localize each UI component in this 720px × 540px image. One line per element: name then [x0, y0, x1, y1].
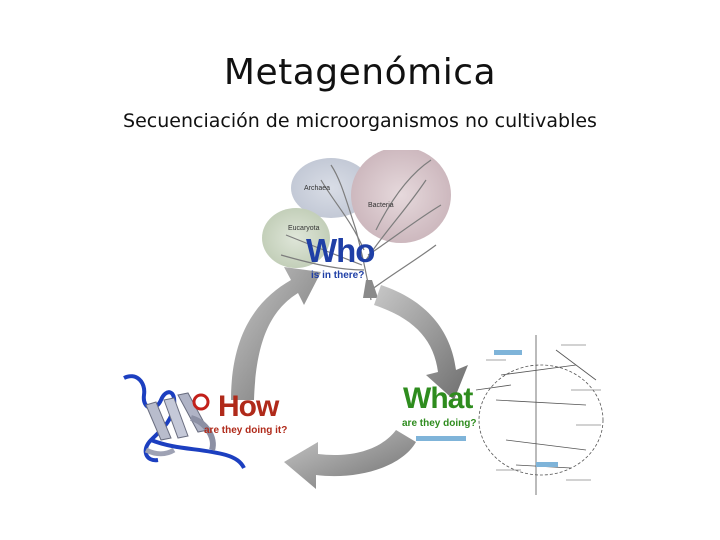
slide-title: Metagenómica [223, 52, 497, 93]
cycle-arrows [231, 267, 468, 489]
arrow-how-to-who [231, 267, 321, 400]
tree-label-eucaryota: Eucaryota [288, 225, 320, 232]
stage-how-sublabel: are they doing it? [204, 425, 288, 436]
stage-who-sublabel: is in there? [311, 270, 365, 281]
stage-what-sublabel: are they doing? [402, 418, 477, 429]
stage-what-label: What [403, 382, 473, 415]
eucaryota-blob [262, 208, 330, 268]
bacteria-blob [351, 150, 451, 243]
tree-of-life [262, 150, 451, 301]
archaea-blob [291, 158, 371, 218]
cycle-diagram-graphic [123, 150, 604, 495]
metagenomics-cycle-figure: Archaea Bacteria Eucaryota Who is in the… [116, 150, 615, 498]
slide-subtitle: Secuenciación de microorganismos no cult… [123, 110, 597, 132]
tree-label-archaea: Archaea [304, 185, 331, 192]
stage-who-label: Who [306, 232, 375, 269]
tree-label-bacteria: Bacteria [368, 202, 394, 209]
stage-how-label: How [218, 390, 279, 423]
arrow-what-to-how [284, 430, 416, 489]
protein-structure [123, 374, 246, 469]
arrow-who-to-what [374, 285, 468, 400]
metabolic-pathway [416, 335, 604, 495]
